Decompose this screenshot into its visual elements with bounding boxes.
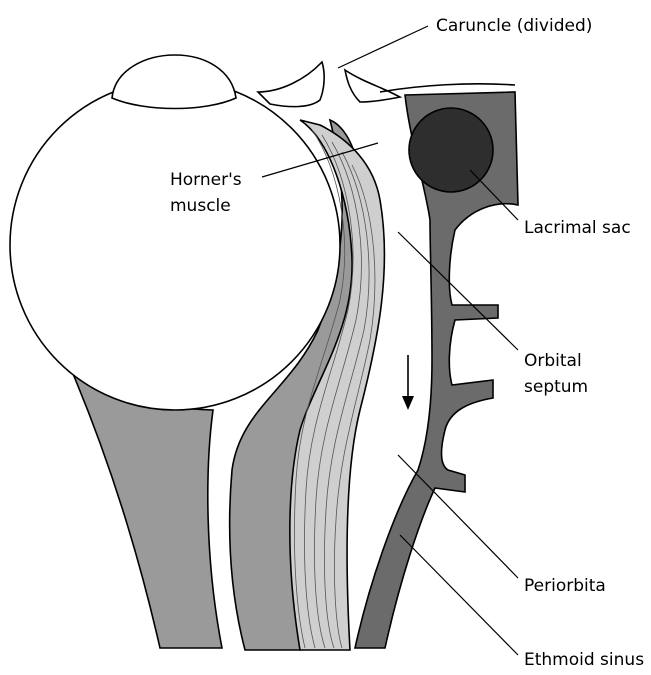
globe	[10, 80, 340, 410]
horners-muscle-label-line2: muscle	[170, 196, 231, 216]
lid-margin-line	[380, 84, 515, 92]
lacrimal-sac-label: Lacrimal sac	[524, 218, 631, 238]
caruncle-label: Caruncle (divided)	[436, 16, 592, 36]
caruncle-leader	[338, 26, 428, 68]
horners-muscle-label-line1: Horner's	[170, 170, 242, 190]
orbital-septum-label-line2: septum	[524, 377, 588, 397]
caruncle-right	[345, 70, 400, 102]
ethmoid-sinus-label: Ethmoid sinus	[524, 650, 644, 670]
orbital-septum-label-line1: Orbital	[524, 351, 582, 371]
ethmoid-sinus-leader	[400, 535, 518, 655]
lacrimal-sac	[409, 108, 493, 192]
orbital-septum-leader	[398, 232, 518, 350]
flow-arrow-icon	[402, 355, 414, 410]
cornea	[112, 55, 236, 109]
caruncle-left	[258, 62, 324, 107]
periorbita-label: Periorbita	[524, 576, 606, 596]
